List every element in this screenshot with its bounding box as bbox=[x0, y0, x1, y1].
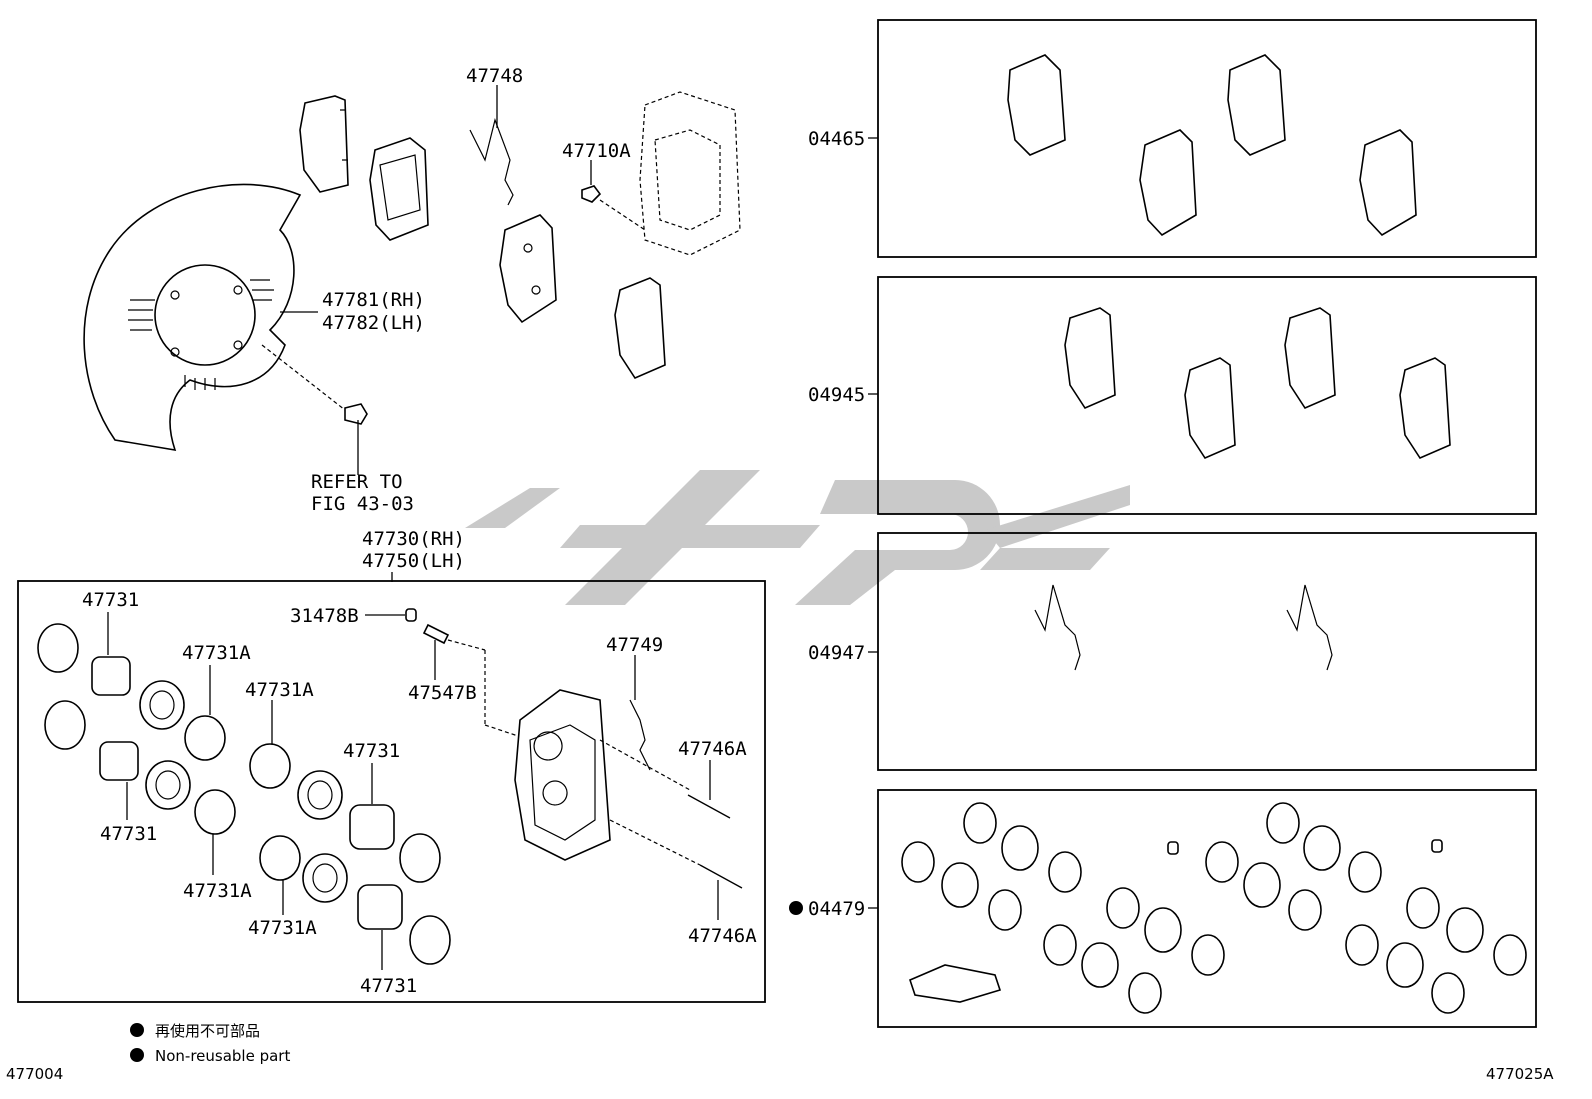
kit-label-04479: 04479 bbox=[808, 898, 865, 920]
label-47731a-4: 47731A bbox=[248, 917, 317, 939]
kit-label-04947: 04947 bbox=[808, 642, 865, 664]
figure-id-right: 477025A bbox=[1486, 1065, 1554, 1083]
label-47731-d: 47731 bbox=[360, 975, 417, 997]
legend-dot-en bbox=[130, 1048, 144, 1062]
non-reusable-dot bbox=[789, 901, 803, 915]
kit-box-04947 bbox=[877, 532, 1537, 771]
label-47746a-2: 47746A bbox=[688, 925, 757, 947]
label-31478b: 31478B bbox=[290, 605, 359, 627]
dust-shield bbox=[83, 183, 346, 452]
label-47749: 47749 bbox=[606, 634, 663, 656]
kit-04947-clips bbox=[1034, 584, 1333, 671]
kit-04479-seals bbox=[901, 802, 1527, 1014]
kit-label-04945: 04945 bbox=[808, 384, 865, 406]
label-47746a-1: 47746A bbox=[678, 738, 747, 760]
label-47547b: 47547B bbox=[408, 682, 477, 704]
watermark-logo bbox=[465, 470, 1130, 605]
kit-box-04465 bbox=[877, 19, 1537, 258]
label-47730: 47730(RH) bbox=[362, 528, 465, 550]
kit-labels: 04465 04945 04947 04479 bbox=[789, 128, 865, 920]
label-fig: FIG 43-03 bbox=[311, 493, 414, 515]
shield-bolt bbox=[344, 403, 368, 475]
label-47731a-2: 47731A bbox=[245, 679, 314, 701]
legend: 再使用不可部品 Non-reusable part bbox=[130, 1022, 290, 1065]
kit-04945-shims bbox=[1064, 307, 1451, 460]
label-47750: 47750(LH) bbox=[362, 550, 465, 572]
label-47731-a: 47731 bbox=[82, 589, 139, 611]
seal-rings bbox=[37, 623, 451, 965]
label-47782: 47782(LH) bbox=[322, 312, 425, 334]
label-47710a: 47710A bbox=[562, 140, 631, 162]
caliper-body bbox=[514, 689, 611, 861]
caliper-outline bbox=[639, 91, 741, 256]
figure-id-left: 477004 bbox=[6, 1065, 63, 1083]
pad-shim-right bbox=[614, 277, 666, 380]
label-47731a-3: 47731A bbox=[183, 880, 252, 902]
kit-04465-pads bbox=[1007, 54, 1417, 237]
bleeder-plug bbox=[405, 608, 531, 741]
legend-dot-jp bbox=[130, 1023, 144, 1037]
part-labels: 47748 47710A 47781(RH) 47782(LH) REFER T… bbox=[82, 65, 757, 997]
brake-pad-mid bbox=[499, 214, 557, 324]
legend-jp: 再使用不可部品 bbox=[155, 1022, 260, 1040]
pad-clip bbox=[469, 85, 514, 206]
slide-pins bbox=[599, 699, 743, 889]
pad-shim bbox=[299, 95, 349, 193]
label-47731-b: 47731 bbox=[343, 740, 400, 762]
label-47781: 47781(RH) bbox=[322, 289, 425, 311]
legend-en: Non-reusable part bbox=[155, 1047, 290, 1065]
piston-cups bbox=[91, 656, 403, 930]
label-refer-to: REFER TO bbox=[311, 471, 403, 493]
kit-label-04465: 04465 bbox=[808, 128, 865, 150]
leader-lines bbox=[107, 612, 719, 970]
bleeder-bolt bbox=[581, 160, 646, 231]
brake-pad bbox=[369, 137, 429, 241]
label-47748: 47748 bbox=[466, 65, 523, 87]
label-47731-c: 47731 bbox=[100, 823, 157, 845]
kit-box-04945 bbox=[877, 276, 1537, 515]
caliper-kit-box bbox=[17, 580, 766, 1003]
label-47731a-1: 47731A bbox=[182, 642, 251, 664]
